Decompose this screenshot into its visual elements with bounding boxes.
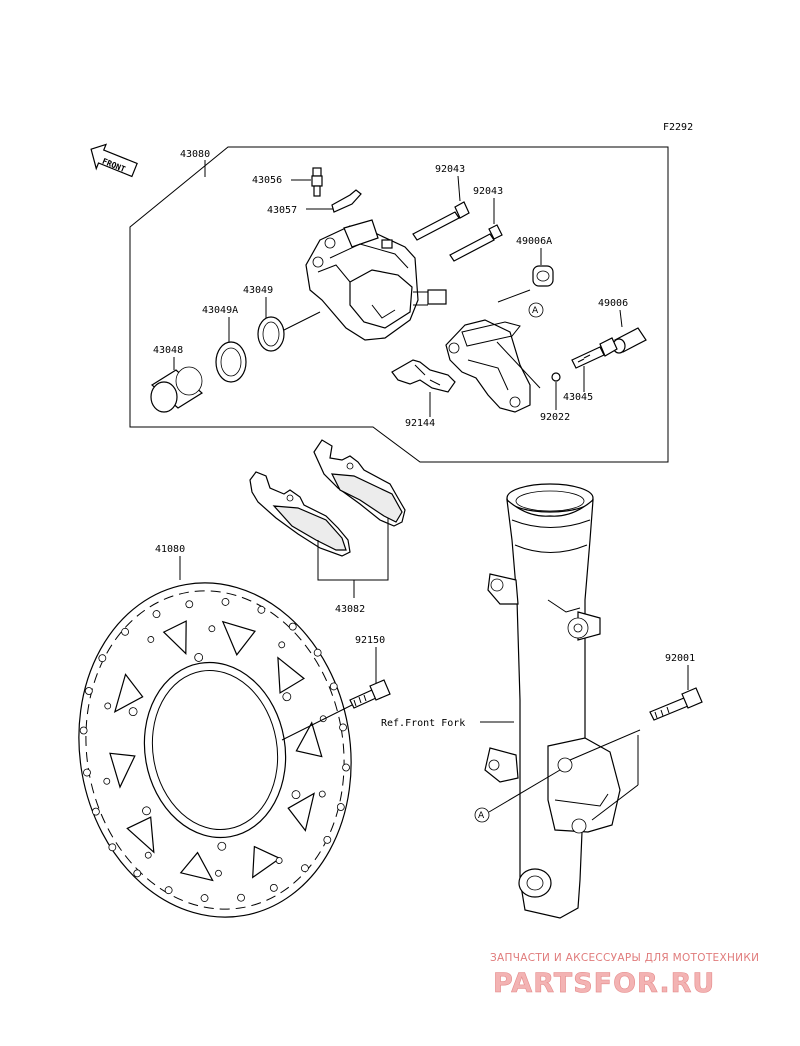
front-fork-leg: [484, 483, 621, 919]
part-label-43056: 43056: [252, 175, 282, 186]
part-label-92022: 92022: [540, 412, 570, 423]
caliper-bracket: [445, 319, 531, 413]
disc-bolt: [349, 679, 391, 709]
retaining-ring: [551, 372, 561, 382]
part-label-43045: 43045: [563, 392, 593, 403]
part-label-43049: 43049: [243, 285, 273, 296]
part-label-92150: 92150: [355, 635, 385, 646]
pad-spring: [391, 359, 456, 393]
part-label-43049a: 43049A: [202, 305, 238, 316]
part-label-43057: 43057: [267, 205, 297, 216]
part-label-92043-b: 92043: [473, 186, 503, 197]
callout-a-upper-label: A: [532, 306, 539, 316]
part-label-92144: 92144: [405, 418, 435, 429]
pin-axis-line: [497, 289, 531, 303]
bleeder-valve: [311, 167, 323, 197]
caliper-mount-bolt: [649, 687, 703, 721]
callout-a-upper: A: [528, 302, 544, 318]
bleeder-cap: [331, 189, 362, 213]
slide-pin-upper: [412, 201, 470, 241]
watermark: ЗАПЧАСТИ И АКСЕССУАРЫ ДЛЯ МОТОТЕХНИКИ PA…: [490, 952, 759, 999]
piston-seal: [257, 316, 285, 352]
part-label-43048: 43048: [153, 345, 183, 356]
rubber-boot: [532, 265, 554, 287]
callout-a-lower: A: [474, 807, 490, 823]
part-label-43082: 43082: [335, 604, 365, 615]
part-label-49006a: 49006A: [516, 236, 552, 247]
part-label-43080: 43080: [180, 149, 210, 160]
caliper-body: [305, 219, 447, 341]
part-label-92043-a: 92043: [435, 164, 465, 175]
part-label-49006: 49006: [598, 298, 628, 309]
front-arrow-icon: FRONT: [90, 143, 138, 178]
disc-drill-holes: [79, 598, 350, 902]
ref-front-fork-label: Ref.Front Fork: [381, 718, 465, 729]
part-label-41080: 41080: [155, 544, 185, 555]
pin-sleeve: [612, 327, 647, 354]
watermark-subtitle: ЗАПЧАСТИ И АКСЕССУАРЫ ДЛЯ МОТОТЕХНИКИ: [490, 952, 759, 964]
brake-pad-inner: [249, 471, 351, 557]
caliper-assembly-frame: [129, 146, 669, 463]
caliper-piston: [150, 366, 203, 413]
brake-pad-outer: [313, 439, 406, 527]
part-label-92001: 92001: [665, 653, 695, 664]
figure-id: F2292: [663, 122, 693, 133]
pad-bracket-leader: [317, 518, 389, 581]
bracket-bolt: [571, 337, 618, 369]
watermark-brand: PARTSFOR.RU: [493, 968, 715, 999]
slide-pin-lower: [449, 224, 503, 262]
dust-seal: [215, 341, 247, 383]
brake-disc: [78, 582, 352, 918]
callout-a-lower-label: A: [478, 811, 485, 821]
